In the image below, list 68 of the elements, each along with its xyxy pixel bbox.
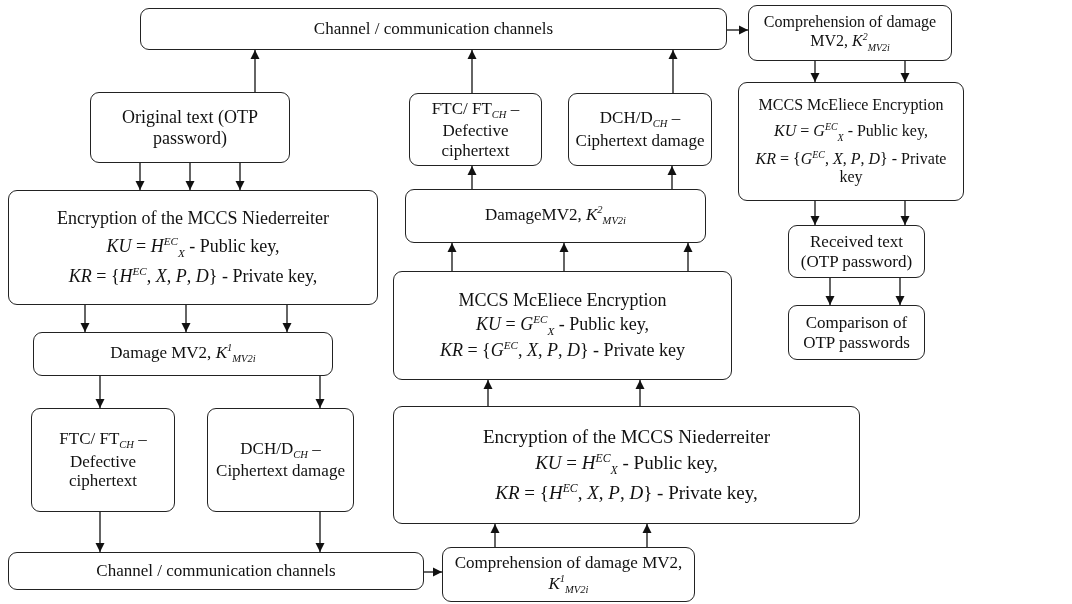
- arrow: [80, 304, 90, 333]
- box-title: Channel / communication channels: [313, 19, 554, 39]
- arrow: [467, 165, 477, 190]
- box-title: MCCS McEliece Encryption: [758, 96, 944, 115]
- arrow: [447, 242, 457, 272]
- process-box: [140, 8, 727, 50]
- process-box: [31, 408, 175, 512]
- arrow: [235, 162, 245, 191]
- arrow: [315, 511, 325, 553]
- arrow: [810, 200, 820, 226]
- key-formula: KU = G$^{EC}$$_{X}$ - Public key,: [774, 120, 928, 143]
- box-title: MCCS McEliece Encryption: [458, 290, 667, 311]
- process-box: [409, 93, 542, 166]
- arrow: [423, 567, 443, 577]
- arrow: [810, 60, 820, 83]
- box-title: Original text (OTP password): [121, 106, 259, 149]
- box-title: Received text (OTP password): [799, 231, 914, 272]
- arrow: [250, 49, 260, 93]
- process-box: [788, 305, 925, 360]
- box-title: FTC/ FT$_{CH}$ – Defective ciphertext: [58, 429, 148, 491]
- process-box: [8, 190, 378, 305]
- key-formula: KU = G$^{EC}$$_{X}$ - Public key,: [475, 312, 650, 338]
- arrow: [315, 375, 325, 409]
- key-formula: KR = {H$^{EC}$, X, P, D} - Private key,: [68, 265, 318, 287]
- arrow: [667, 165, 677, 190]
- key-formula: KU = H$^{EC}$$_{X}$ - Public key,: [535, 452, 718, 478]
- process-box: [748, 5, 952, 61]
- key-formula: KR = {H$^{EC}$, X, P, D} - Private key,: [495, 481, 758, 504]
- box-title: FTC/ FT$_{CH}$ – Defective ciphertext: [430, 98, 521, 161]
- arrow: [467, 49, 477, 94]
- process-box: [788, 225, 925, 278]
- arrow: [668, 49, 678, 94]
- box-title: Encryption of the MCCS Niederreiter: [482, 426, 770, 448]
- key-formula: KR = {G$^{EC}$, X, P, D} - Private key: [439, 339, 686, 361]
- process-box: [33, 332, 333, 376]
- box-title: DCH/D$_{CH}$ – Ciphertext damage: [215, 438, 346, 482]
- box-title: Encryption of the MCCS Niederreiter: [57, 208, 329, 229]
- key-formula: KR = {G$^{EC}$, X, P, D} - Private key: [754, 148, 948, 187]
- arrow: [483, 379, 493, 407]
- process-box: [207, 408, 354, 512]
- box-title: Channel / communication channels: [96, 561, 336, 581]
- arrow: [95, 375, 105, 409]
- box-title: DCH/D$_{CH}$ – Ciphertext damage: [575, 108, 705, 151]
- arrow: [642, 523, 652, 548]
- arrow: [635, 379, 645, 407]
- process-box: [405, 189, 706, 243]
- process-box: [738, 82, 964, 201]
- arrow: [185, 162, 195, 191]
- process-box: [8, 552, 424, 590]
- arrow: [135, 162, 145, 191]
- arrow: [825, 277, 835, 306]
- process-box: [393, 271, 732, 380]
- process-box: [568, 93, 712, 166]
- arrow: [181, 304, 191, 333]
- arrow: [95, 511, 105, 553]
- process-box: [442, 547, 695, 602]
- arrow: [895, 277, 905, 306]
- key-formula: KU = H$^{EC}$$_{X}$ - Public key,: [106, 234, 280, 260]
- arrow: [282, 304, 292, 333]
- arrow: [726, 25, 749, 35]
- arrow: [900, 200, 910, 226]
- arrow: [683, 242, 693, 272]
- arrow: [900, 60, 910, 83]
- box-title: Comparison of OTP passwords: [802, 312, 911, 353]
- arrow: [490, 523, 500, 548]
- process-box: [393, 406, 860, 524]
- process-box: [90, 92, 290, 163]
- arrow: [559, 242, 569, 272]
